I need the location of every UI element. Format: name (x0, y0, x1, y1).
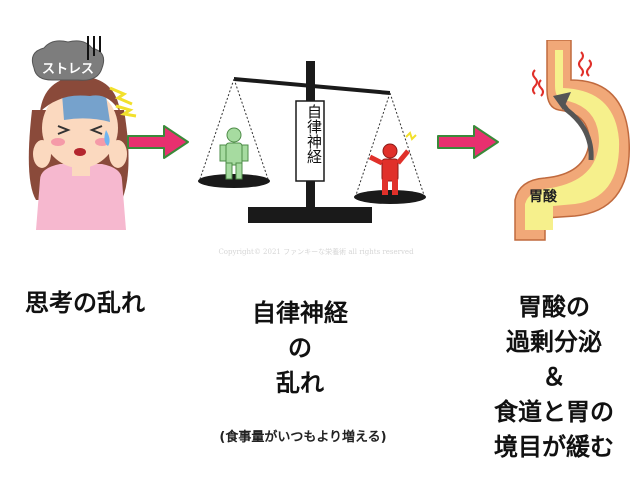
pressure-lines-icon (87, 36, 101, 60)
caption-line: ＆ (542, 363, 566, 391)
stress-cloud-icon (31, 40, 105, 81)
note-food-intake: (食事量がいつもより増える) (219, 430, 387, 445)
flow-arrow-1 (127, 125, 189, 159)
caption-line: 自律神経 (252, 299, 348, 327)
caption-autonomic-disorder: 自律神経 の 乱れ (230, 296, 370, 401)
lightning-icon (109, 86, 137, 118)
balance-scale-illustration (198, 61, 426, 223)
stomach-label: 胃酸 (529, 189, 557, 205)
stomach-illustration (514, 40, 630, 241)
copyright-watermark: Copyright© 2021 ファンキーな栄養術 all rights res… (218, 248, 414, 256)
scale-label: 自律神経 (305, 104, 323, 164)
stressed-woman-illustration (28, 76, 129, 230)
caption-line: 食道と胃の (494, 398, 614, 426)
caption-line: の (288, 334, 312, 362)
flow-arrow-2 (437, 125, 499, 159)
caption-line: 境目が緩む (494, 433, 614, 461)
stressed-figure-icon (368, 131, 417, 195)
caption-line: 乱れ (276, 369, 324, 397)
caption-line: 過剰分泌 (506, 328, 602, 356)
stress-label: ストレス (41, 62, 94, 77)
caption-acid-reflux: 胃酸の 過剰分泌 ＆ 食道と胃の 境目が緩む (468, 290, 640, 465)
caption-thought-disorder: 思考の乱れ (25, 289, 145, 317)
calm-figure-icon (219, 127, 249, 180)
caption-line: 胃酸の (518, 293, 590, 321)
